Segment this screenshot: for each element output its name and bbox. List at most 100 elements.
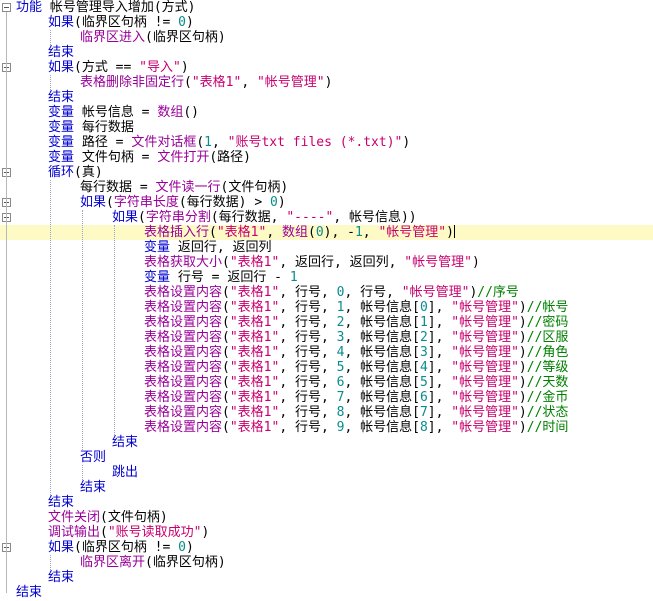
indent-guide [50,555,51,570]
code-line[interactable]: 循环(真) [0,165,653,180]
text-token: ( [222,375,230,390]
fold-collapse-icon[interactable] [2,3,11,12]
code-line[interactable]: 如果(方式 == "导入") [0,60,653,75]
code-line[interactable]: 变量 文件句柄 = 文件打开(路径) [0,150,653,165]
text-token: (方式 == [74,60,140,75]
code-line[interactable]: 变量 帐号信息 = 数组() [0,105,653,120]
code-line[interactable]: 表格设置内容("表格1", 行号, 0, 行号, "帐号管理")//序号 [0,285,653,300]
code-line[interactable]: 结束 [0,435,653,450]
code-line[interactable]: 表格设置内容("表格1", 行号, 3, 帐号信息[2], "帐号管理")//区… [0,330,653,345]
keyword-token: 循环 [48,165,75,180]
code-line[interactable]: 功能 帐号管理导入增加(方式) [0,0,653,15]
number-token: 0 [178,540,186,555]
code-line[interactable]: 每行数据 = 文件读一行(文件句柄) [0,180,653,195]
text-token: 帐号信息 = [74,105,158,120]
text-token: ) [185,15,194,30]
code-line[interactable]: 文件关闭(文件句柄) [0,510,653,525]
code-text: 变量 每行数据 [48,120,134,135]
code-line[interactable]: 变量 路径 = 文件对话框(1, "账号txt files (*.txt)") [0,135,653,150]
number-token: 0 [270,195,278,210]
number-token: 5 [336,360,345,375]
text-token: ], [427,390,452,405]
code-line[interactable]: 表格设置内容("表格1", 行号, 8, 帐号信息[7], "帐号管理")//状… [0,405,653,420]
text-token: ( [184,75,192,90]
text-token: (每行数据, [210,210,287,225]
function-token: 表格设置内容 [144,345,223,360]
code-line[interactable]: 结束 [0,90,653,105]
code-line[interactable]: 表格设置内容("表格1", 行号, 5, 帐号信息[4], "帐号管理")//等… [0,360,653,375]
code-line[interactable]: 临界区进入(临界区句柄) [0,30,653,45]
text-token: , 帐号信息[ [344,345,420,360]
code-line[interactable]: 表格获取大小("表格1", 返回行, 返回列, "帐号管理") [0,255,653,270]
function-token: 文件对话框 [131,135,197,150]
comment-token: //区服 [526,330,569,345]
code-line-current[interactable]: 表格插入行("表格1", 数组(0), -1, "帐号管理") [0,225,653,240]
code-line[interactable]: 变量 返回行, 返回列 [0,240,653,255]
text-token: ], [427,300,452,315]
code-line[interactable]: 如果(字符串长度(每行数据) > 0) [0,195,653,210]
string-token: "帐号管理" [404,255,472,270]
text-token: , 行号, [279,300,337,315]
code-line[interactable]: 表格设置内容("表格1", 行号, 6, 帐号信息[5], "帐号管理")//天… [0,375,653,390]
number-token: 5 [419,375,428,390]
code-line[interactable]: 调试输出("账号读取成功") [0,525,653,540]
code-line[interactable]: 否则 [0,450,653,465]
indent-guide [82,465,83,480]
function-token: 表格设置内容 [144,405,223,420]
code-text: 表格设置内容("表格1", 行号, 7, 帐号信息[6], "帐号管理")//金… [144,390,568,405]
text-token: (真) [74,165,103,180]
code-line[interactable]: 表格设置内容("表格1", 行号, 7, 帐号信息[6], "帐号管理")//金… [0,390,653,405]
code-line[interactable]: 临界区离开(临界区句柄) [0,555,653,570]
text-token: ) [469,285,478,300]
code-line[interactable]: 表格设置内容("表格1", 行号, 4, 帐号信息[3], "帐号管理")//角… [0,345,653,360]
string-token: "帐号管理" [451,345,519,360]
code-line[interactable]: 变量 行号 = 返回行 - 1 [0,270,653,285]
comment-token: //时间 [526,420,569,435]
code-text: 临界区进入(临界区句柄) [80,30,226,45]
code-line[interactable]: 如果(临界区句柄 != 0) [0,15,653,30]
text-token: ) [180,60,189,75]
code-line[interactable]: 表格删除非固定行("表格1", "帐号管理") [0,75,653,90]
keyword-token: 功能 [16,0,43,15]
text-token: ], [427,375,452,390]
code-line[interactable]: 结束 [0,45,653,60]
text-token: 文件句柄 = [74,150,158,165]
indent-guide [50,75,51,90]
string-token: "表格1" [216,225,267,240]
text-token: , 行号, [279,390,337,405]
keyword-token: 如果 [112,210,139,225]
number-token: 7 [419,405,428,420]
code-line[interactable]: 表格设置内容("表格1", 行号, 9, 帐号信息[8], "帐号管理")//时… [0,420,653,435]
text-token: , 行号, [279,405,337,420]
code-line[interactable]: 结束 [0,495,653,510]
code-line[interactable]: 结束 [0,585,653,600]
code-line[interactable]: 结束 [0,480,653,495]
code-line[interactable]: 如果(字符串分割(每行数据, "----", 帐号信息)) [0,210,653,225]
text-token: (临界区句柄) [145,555,226,570]
string-token: "表格1" [229,285,280,300]
keyword-token: 结束 [80,480,107,495]
code-text: 结束 [16,585,42,600]
code-text: 如果(字符串分割(每行数据, "----", 帐号信息)) [112,210,417,225]
number-token: 7 [336,390,345,405]
text-token: ], [427,330,452,345]
code-line[interactable]: 变量 每行数据 [0,120,653,135]
code-line[interactable]: 如果(临界区句柄 != 0) [0,540,653,555]
text-token: () [183,105,199,120]
keyword-token: 如果 [48,540,75,555]
code-line[interactable]: 结束 [0,570,653,585]
string-token: "表格1" [229,390,280,405]
code-text: 结束 [80,480,106,495]
function-token: 文件打开 [157,150,210,165]
keyword-token: 变量 [144,240,171,255]
string-token: "帐号管理" [401,285,470,300]
comment-token: //天数 [526,375,569,390]
code-line[interactable]: 跳出 [0,465,653,480]
text-token: ) [324,75,333,90]
number-token: 4 [419,360,428,375]
code-line[interactable]: 表格设置内容("表格1", 行号, 2, 帐号信息[1], "帐号管理")//密… [0,315,653,330]
code-line[interactable]: 表格设置内容("表格1", 行号, 1, 帐号信息[0], "帐号管理")//帐… [0,300,653,315]
text-token: 行号 = 返回行 - [170,270,290,285]
code-text: 文件关闭(文件句柄) [48,510,168,525]
